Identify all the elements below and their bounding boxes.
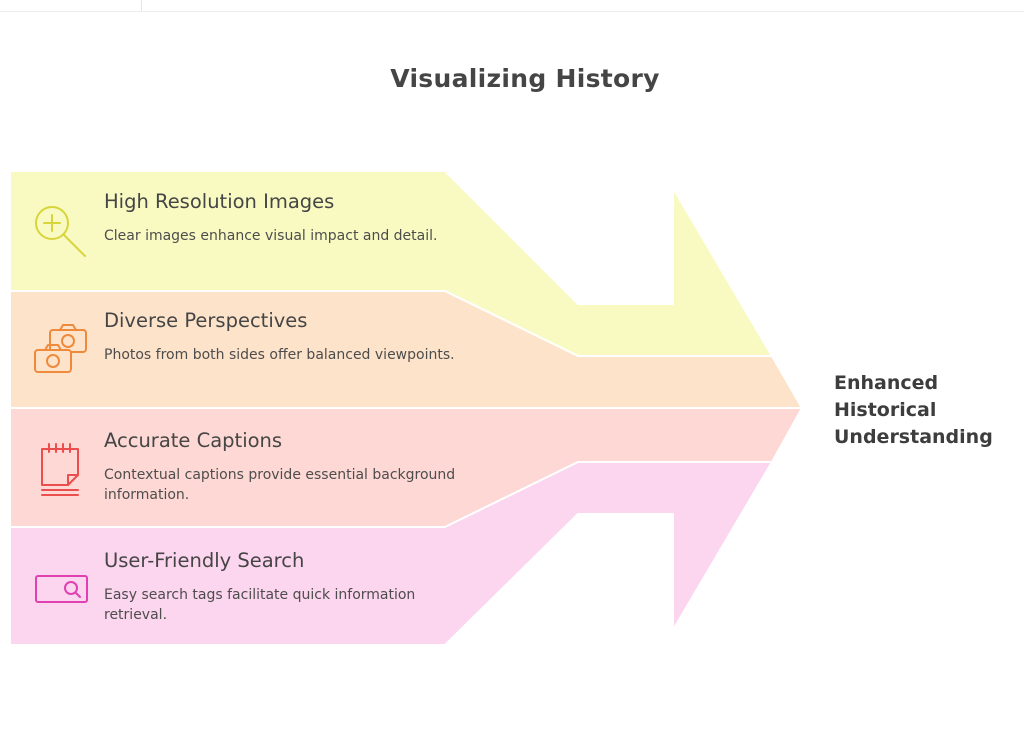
item-description: Contextual captions provide essential ba… <box>104 467 456 503</box>
item-title: Diverse Perspectives <box>104 309 308 332</box>
arrow-band-4 <box>9 461 773 646</box>
magnifier-plus-icon <box>35 206 86 257</box>
two-cameras-icon <box>34 324 87 373</box>
item-description: Photos from both sides offer balanced vi… <box>104 347 455 363</box>
item-user-friendly-search: User-Friendly Search Easy search tags fa… <box>104 549 464 625</box>
item-title: High Resolution Images <box>104 190 335 213</box>
item-accurate-captions: Accurate Captions Contextual captions pr… <box>104 429 464 505</box>
outcome-label: Enhanced Historical Understanding <box>834 372 993 448</box>
top-bar <box>0 0 1024 12</box>
item-description: Clear images enhance visual impact and d… <box>104 228 438 244</box>
item-high-resolution-images: High Resolution Images Clear images enha… <box>104 190 464 246</box>
search-bar-icon <box>35 575 88 603</box>
diagram-title: Visualizing History <box>390 64 660 93</box>
top-bar-divider <box>141 0 142 11</box>
notepad-icon <box>41 443 79 496</box>
item-description: Easy search tags facilitate quick inform… <box>104 587 416 623</box>
item-title: Accurate Captions <box>104 429 283 452</box>
item-diverse-perspectives: Diverse Perspectives Photos from both si… <box>104 309 464 365</box>
item-title: User-Friendly Search <box>104 549 305 572</box>
